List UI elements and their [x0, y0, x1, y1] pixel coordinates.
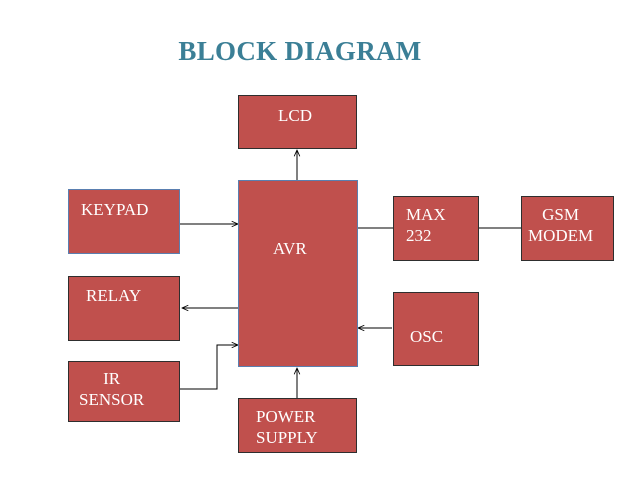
- gsm-modem-block: GSM MODEM: [521, 196, 614, 261]
- gsm-modem-label: GSM MODEM: [528, 205, 594, 245]
- max232-block: MAX 232: [393, 196, 479, 261]
- power-supply-label: POWER SUPPLY: [256, 407, 318, 447]
- osc-block: OSC: [393, 292, 479, 366]
- relay-label: RELAY: [86, 286, 142, 305]
- avr-block: AVR: [238, 180, 358, 367]
- relay-block: RELAY: [68, 276, 180, 341]
- power-supply-block: POWER SUPPLY: [238, 398, 357, 453]
- keypad-block: KEYPAD: [68, 189, 180, 254]
- ir-sensor-block: IR SENSOR: [68, 361, 180, 422]
- lcd-label: LCD: [278, 106, 312, 125]
- max232-label: MAX 232: [406, 205, 446, 245]
- ir-sensor-label: IR SENSOR: [79, 369, 145, 409]
- keypad-label: KEYPAD: [81, 200, 149, 219]
- osc-label: OSC: [410, 327, 444, 346]
- lcd-block: LCD: [238, 95, 357, 149]
- arrow-ir-sensor-to-avr: [180, 345, 238, 390]
- page-title: BLOCK DIAGRAM: [178, 36, 422, 66]
- avr-label: AVR: [273, 239, 307, 258]
